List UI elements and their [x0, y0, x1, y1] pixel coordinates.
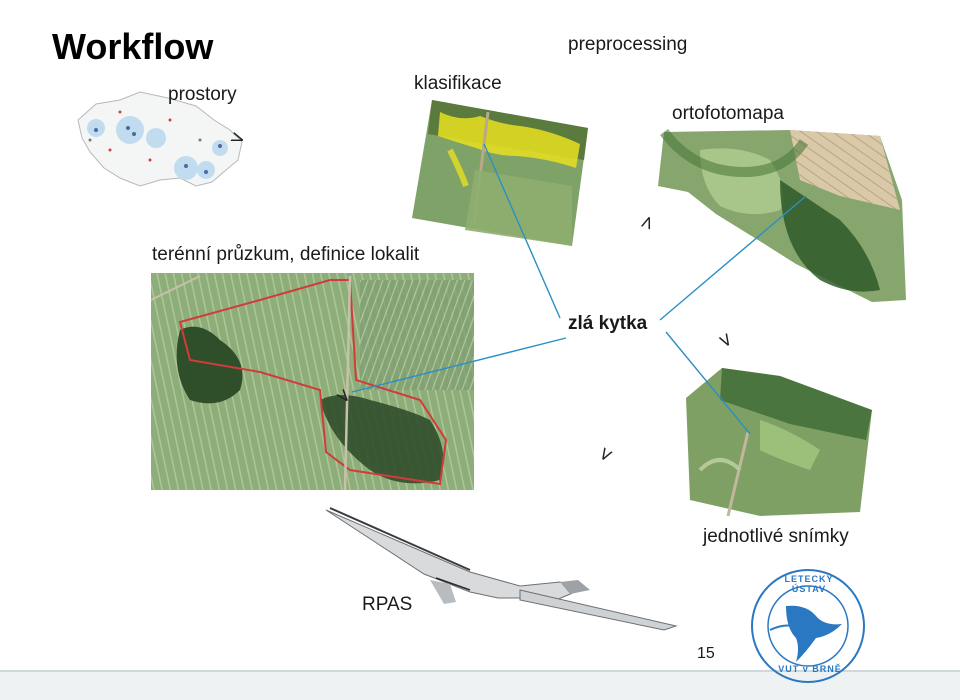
label-rpas: RPAS — [362, 594, 413, 615]
slide-title: Workflow — [52, 26, 214, 67]
label-prostory: prostory — [168, 84, 237, 105]
label-zla-kytka: zlá kytka — [568, 313, 648, 334]
connector-lines — [351, 143, 807, 435]
institute-logo — [751, 569, 865, 683]
label-field-survey: terénní průzkum, definice lokalit — [152, 244, 420, 265]
footer-divider — [0, 670, 960, 672]
logo-text-bottom: VUT v BRNĚ — [778, 664, 842, 674]
label-klasifikace: klasifikace — [414, 73, 502, 94]
survey-map — [150, 273, 474, 491]
label-ortofotomapa: ortofotomapa — [672, 103, 784, 124]
classification-image — [412, 100, 588, 246]
logo-text-top: LETECKÝ ÚSTAV — [784, 574, 834, 594]
page-number: 15 — [697, 645, 715, 662]
label-preprocessing: preprocessing — [568, 34, 688, 55]
czech-map-thumbnail — [77, 91, 243, 187]
rpas-glider-image — [325, 507, 678, 631]
footer-bar — [0, 672, 960, 700]
single-aerial-image — [686, 368, 872, 517]
label-jednotlive-snimky: jednotlivé snímky — [703, 526, 849, 547]
